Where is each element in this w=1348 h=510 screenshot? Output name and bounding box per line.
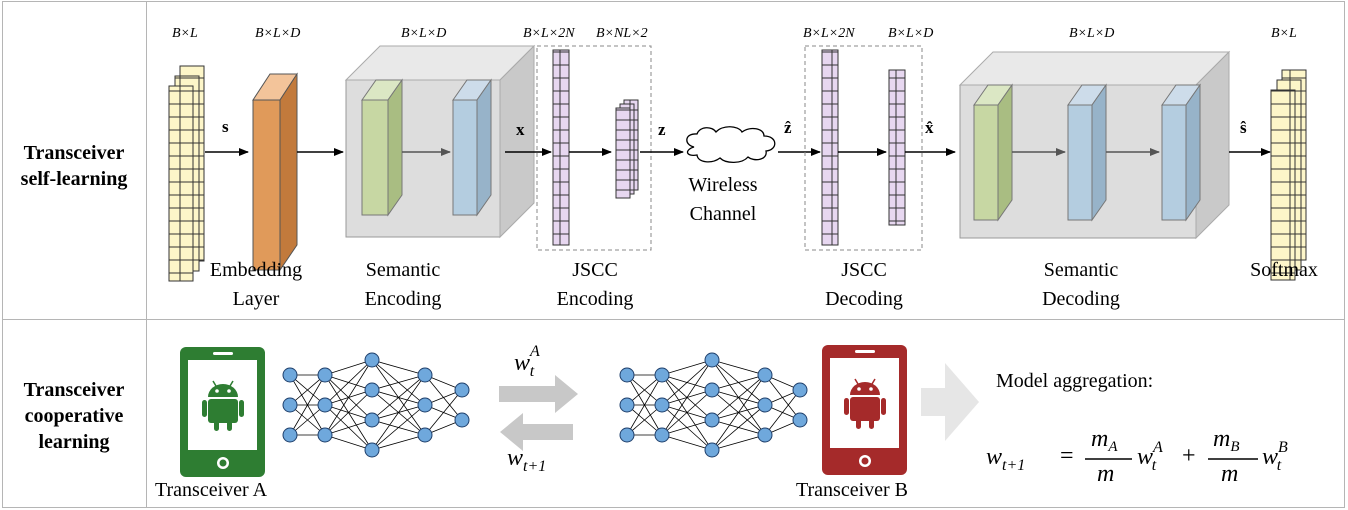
dim-embedding: B×L×D (255, 26, 301, 41)
dim-jscc-enc-out1: B×L×2N (523, 26, 575, 41)
symbol-z: z (658, 120, 666, 139)
symbol-s-hat: ŝ (1240, 118, 1247, 137)
caption-softmax: Softmax (1250, 259, 1318, 281)
neural-network-a (282, 352, 470, 458)
semantic-decoding-block (958, 50, 1231, 240)
dim-jscc-enc-out2: B×NL×2 (596, 26, 648, 41)
device-a-label: Transceiver A (155, 479, 268, 501)
jscc-decoding-block (804, 45, 923, 251)
device-a-icon (180, 347, 265, 477)
dim-jscc-dec-in: B×L×2N (803, 26, 855, 41)
symbol-s: s (222, 117, 229, 136)
embedding-layer (252, 72, 298, 272)
semantic-encoding-block (344, 44, 536, 239)
upload-weight-label: wAt (514, 343, 540, 380)
device-b-icon (822, 345, 907, 475)
aggregation-arrow (921, 363, 979, 441)
symbol-z-hat: ẑ (784, 118, 792, 137)
dim-jscc-dec-out: B×L×D (888, 26, 934, 41)
symbol-x-hat: x̂ (925, 118, 934, 137)
label-column-divider (146, 1, 147, 508)
dim-semantic-decoding: B×L×D (1069, 26, 1115, 41)
row-divider (2, 319, 1345, 320)
download-arrow (500, 413, 573, 451)
upload-arrow (499, 375, 578, 413)
neural-network-b (619, 352, 808, 458)
dim-output: B×L (1271, 26, 1297, 41)
output-token-stack (1270, 69, 1307, 281)
aggregation-title: Model aggregation: (996, 370, 1154, 392)
download-weight-label: wt+1 (507, 445, 547, 475)
input-token-stack (168, 65, 205, 282)
dim-semantic-encoding: B×L×D (401, 26, 447, 41)
dim-input: B×L (172, 26, 198, 41)
device-b-label: Transceiver B (796, 479, 909, 501)
symbol-x: x (516, 120, 525, 139)
wireless-channel-cloud (686, 126, 776, 164)
jscc-encoding-block (536, 45, 652, 251)
